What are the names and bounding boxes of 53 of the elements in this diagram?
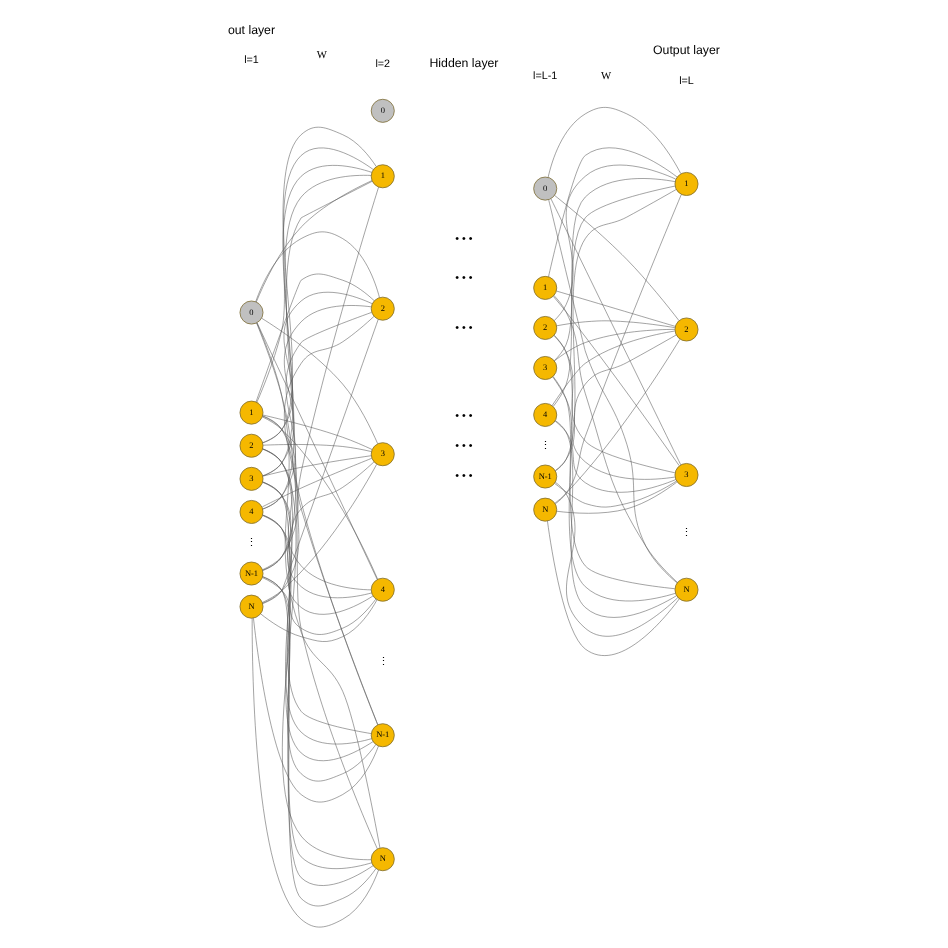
connector	[554, 178, 676, 361]
connector	[548, 199, 678, 584]
connector	[262, 461, 375, 571]
connector	[262, 514, 374, 761]
connector	[553, 185, 676, 407]
connector	[554, 420, 677, 493]
connector	[552, 376, 676, 602]
connector	[262, 458, 372, 508]
connector	[551, 330, 676, 406]
connector	[553, 295, 678, 583]
connector	[262, 481, 372, 599]
connector	[554, 338, 681, 504]
connector	[262, 312, 372, 510]
connector	[256, 180, 373, 303]
connector	[553, 296, 680, 466]
connector	[261, 318, 378, 444]
connector	[262, 576, 377, 907]
connector	[554, 195, 680, 321]
connector	[256, 126, 377, 403]
connector	[555, 481, 678, 637]
connector	[556, 481, 678, 514]
connector	[555, 194, 682, 505]
connector	[256, 322, 381, 849]
connector	[548, 147, 678, 277]
connector	[554, 329, 676, 362]
connector	[260, 599, 378, 642]
connector	[262, 515, 374, 615]
connector	[547, 107, 682, 178]
connector	[555, 420, 677, 618]
connector	[553, 335, 675, 589]
connector	[262, 444, 372, 452]
connector	[262, 147, 374, 444]
connector	[556, 290, 676, 327]
connector	[552, 376, 676, 480]
connector	[255, 273, 375, 403]
connector	[251, 617, 379, 928]
connector	[262, 576, 377, 782]
connector	[256, 322, 378, 725]
connector	[547, 520, 680, 656]
connector	[262, 292, 373, 443]
connector	[262, 415, 379, 726]
connector	[262, 577, 377, 635]
connector	[262, 305, 372, 477]
connector	[253, 617, 379, 803]
connector	[554, 164, 676, 321]
connector	[262, 464, 377, 603]
connector	[262, 455, 372, 477]
connector	[554, 480, 677, 508]
connector	[255, 231, 380, 303]
connector	[262, 416, 378, 580]
connector	[262, 448, 372, 591]
connector	[556, 320, 676, 328]
connector	[262, 414, 373, 450]
